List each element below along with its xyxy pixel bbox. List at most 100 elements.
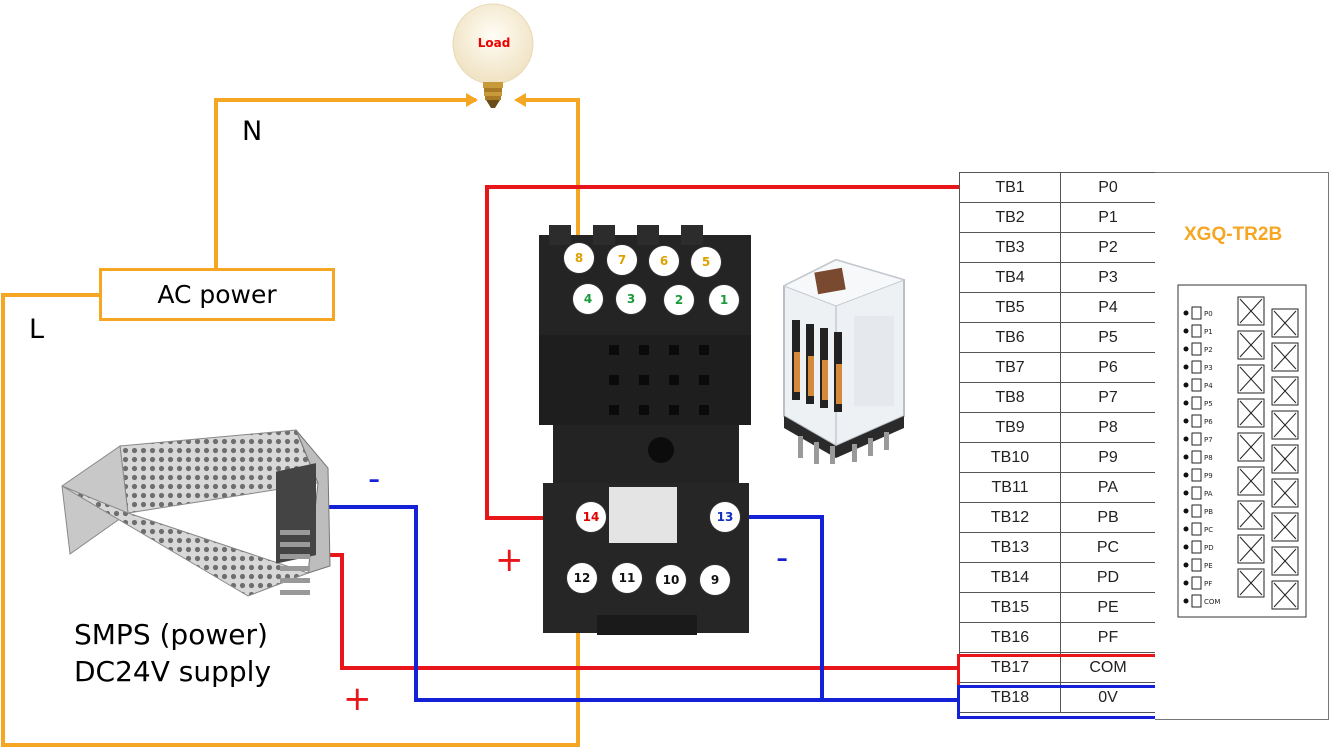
relay-plus-sign: + xyxy=(495,540,524,580)
smps-minus-sign: - xyxy=(368,459,381,499)
relay-pin: 4 xyxy=(573,284,603,314)
terminal-dot xyxy=(1183,436,1189,442)
terminal-signal: PD xyxy=(1060,562,1156,593)
terminal-dot xyxy=(1183,598,1189,604)
terminal-id: TB1 xyxy=(959,172,1061,203)
ov-highlight xyxy=(957,685,1158,719)
model-label: XGQ-TR2B xyxy=(1184,224,1283,245)
bulb-icon xyxy=(452,3,534,108)
terminal-signal: PC xyxy=(1060,532,1156,563)
terminal-id: TB2 xyxy=(959,202,1061,233)
module-terminal-label: P0 xyxy=(1204,310,1213,318)
terminal-signal: PB xyxy=(1060,502,1156,533)
relay-pin: 10 xyxy=(656,565,686,595)
terminal-signal: P1 xyxy=(1060,202,1156,233)
screw-slot xyxy=(1273,548,1297,574)
screw-slot xyxy=(1273,514,1297,540)
screw-slot xyxy=(1239,536,1263,562)
terminal-id: TB12 xyxy=(959,502,1061,533)
screw-slot xyxy=(1239,468,1263,494)
terminal-signal: P8 xyxy=(1060,412,1156,443)
screw-slot xyxy=(1273,378,1297,404)
ac-power-box: AC power xyxy=(99,268,335,321)
negative-wire-relay xyxy=(742,515,824,700)
terminal-box xyxy=(1191,558,1202,572)
terminal-box xyxy=(1191,576,1202,590)
neutral-arrow xyxy=(466,93,478,107)
terminal-dot xyxy=(1183,472,1189,478)
relay-pin: 6 xyxy=(649,246,679,276)
terminal-box xyxy=(1191,504,1202,518)
load-label: Load xyxy=(477,36,511,50)
terminal-signal: P7 xyxy=(1060,382,1156,413)
terminal-box xyxy=(1191,468,1202,482)
smps-label-line2: DC24V supply xyxy=(74,655,272,688)
smps-plus-sign: + xyxy=(343,679,372,719)
relay-pin: 14 xyxy=(576,502,606,532)
terminal-dot xyxy=(1183,580,1189,586)
terminal-signal: P5 xyxy=(1060,322,1156,353)
terminal-id: TB7 xyxy=(959,352,1061,383)
terminal-box xyxy=(1191,540,1202,554)
terminal-box xyxy=(1191,414,1202,428)
module-terminal-label: COM xyxy=(1204,598,1220,606)
com-highlight xyxy=(957,654,1158,688)
neutral-label: N xyxy=(242,116,263,147)
relay-pin: 7 xyxy=(607,245,637,275)
terminal-signal: P9 xyxy=(1060,442,1156,473)
relay-pin: 11 xyxy=(612,563,642,593)
terminal-signal: P0 xyxy=(1060,172,1156,203)
terminal-signal: PE xyxy=(1060,592,1156,623)
terminal-signal: COM xyxy=(1060,652,1156,683)
screw-slot xyxy=(1239,332,1263,358)
module-terminal-label: P9 xyxy=(1204,472,1213,480)
terminal-dot xyxy=(1183,346,1189,352)
load-return-wire xyxy=(518,98,580,248)
terminal-id: TB5 xyxy=(959,292,1061,323)
terminal-signal: P6 xyxy=(1060,352,1156,383)
terminal-box xyxy=(1191,324,1202,338)
negative-wire-smps xyxy=(322,505,959,702)
module-terminal-label: P3 xyxy=(1204,364,1213,372)
terminal-box xyxy=(1191,450,1202,464)
load-return-arrow xyxy=(514,93,526,107)
positive-wire-relay xyxy=(485,185,959,520)
terminal-dot xyxy=(1183,490,1189,496)
relay-pin: 5 xyxy=(691,247,721,277)
terminal-box xyxy=(1191,522,1202,536)
screw-slot xyxy=(1239,434,1263,460)
relay-pin: 13 xyxy=(710,502,740,532)
terminal-dot xyxy=(1183,526,1189,532)
terminal-dot xyxy=(1183,328,1189,334)
module-terminal-label: PC xyxy=(1204,526,1213,534)
relay-pin: 12 xyxy=(567,563,597,593)
smps-power-supply xyxy=(61,429,331,597)
terminal-id: TB15 xyxy=(959,592,1061,623)
terminal-signal: P3 xyxy=(1060,262,1156,293)
terminal-signal: PA xyxy=(1060,472,1156,503)
screw-slot xyxy=(1239,298,1263,324)
screw-slot xyxy=(1239,400,1263,426)
screw-slot xyxy=(1273,582,1297,608)
terminal-id: TB13 xyxy=(959,532,1061,563)
terminal-signal: P4 xyxy=(1060,292,1156,323)
screw-slot xyxy=(1239,570,1263,596)
terminal-id: TB8 xyxy=(959,382,1061,413)
terminal-id: TB4 xyxy=(959,262,1061,293)
terminal-signal: P2 xyxy=(1060,232,1156,263)
relay-pin: 2 xyxy=(664,285,694,315)
screw-slot xyxy=(1273,344,1297,370)
screw-slot xyxy=(1273,412,1297,438)
